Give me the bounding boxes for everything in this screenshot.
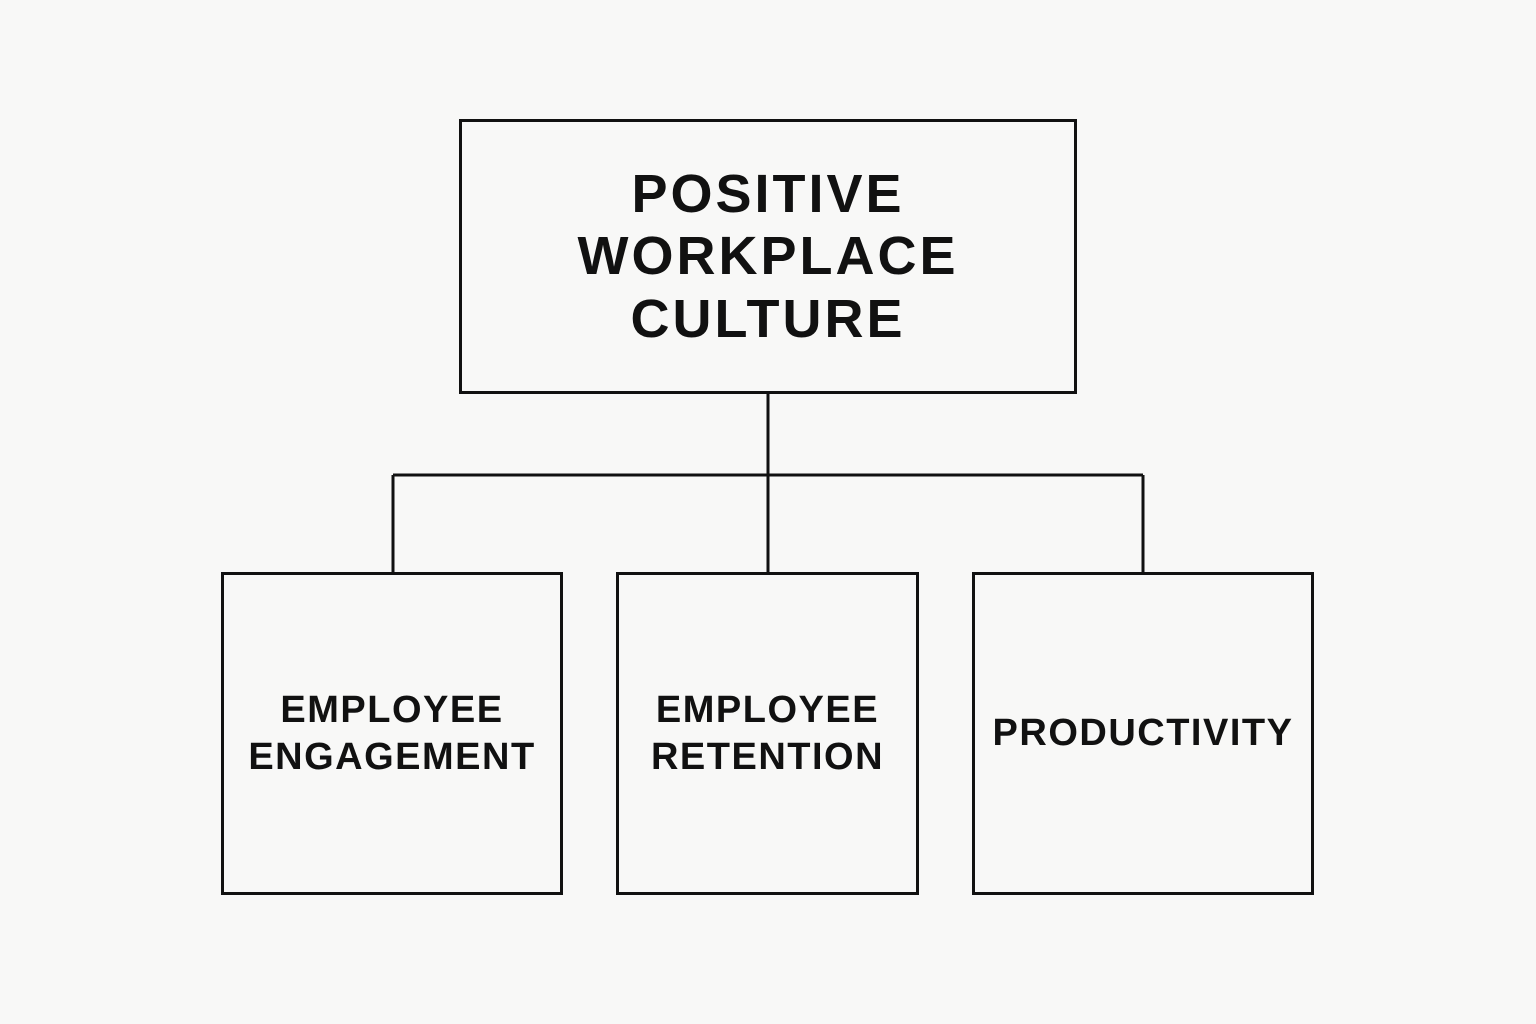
child-node-productivity: PRODUCTIVITY [972, 572, 1314, 895]
root-node-label: POSITIVE WORKPLACE CULTURE [577, 163, 959, 349]
child-node-employee-retention: EMPLOYEE RETENTION [616, 572, 919, 895]
root-node-positive-workplace-culture: POSITIVE WORKPLACE CULTURE [459, 119, 1077, 394]
employee-retention-label: EMPLOYEE RETENTION [650, 689, 885, 778]
employee-engagement-label: EMPLOYEE ENGAGEMENT [248, 689, 536, 778]
child-node-employee-engagement: EMPLOYEE ENGAGEMENT [221, 572, 563, 895]
productivity-label: PRODUCTIVITY [992, 712, 1294, 755]
